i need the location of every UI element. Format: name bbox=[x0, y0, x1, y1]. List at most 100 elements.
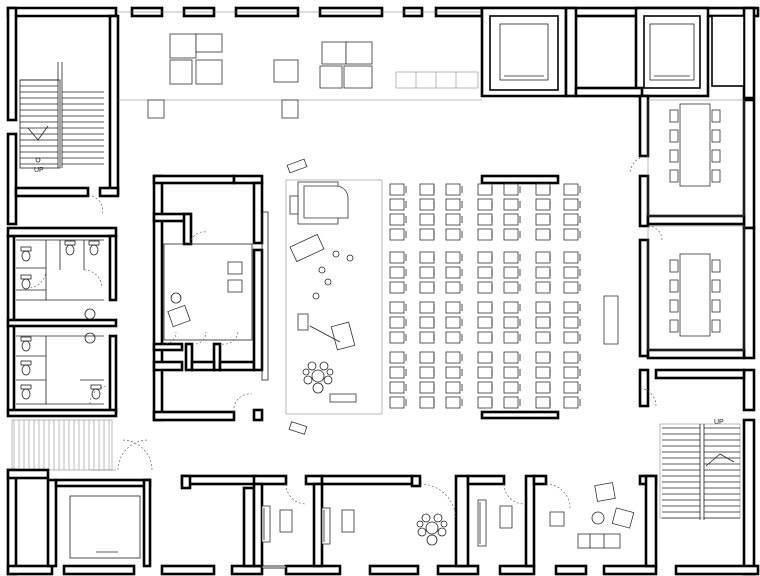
audience-seat bbox=[445, 331, 461, 344]
stair-east-up-label: UP bbox=[714, 419, 724, 426]
audience-seat bbox=[503, 331, 519, 344]
audience-seat bbox=[477, 251, 493, 264]
drum bbox=[426, 534, 438, 546]
lounge-seat bbox=[345, 41, 373, 65]
drum bbox=[421, 513, 431, 523]
audience-seat bbox=[477, 301, 493, 314]
audience-seat bbox=[419, 281, 435, 294]
audience-seat bbox=[389, 228, 405, 241]
audience-seat bbox=[503, 251, 519, 264]
audience-seat bbox=[445, 198, 461, 211]
audience-seat bbox=[389, 281, 405, 294]
audience-seat bbox=[419, 331, 435, 344]
drum bbox=[323, 375, 333, 385]
toilet bbox=[21, 340, 31, 352]
meeting-chair bbox=[669, 259, 679, 273]
drum bbox=[303, 375, 313, 385]
meeting-chair bbox=[711, 149, 721, 163]
toilet-tank bbox=[20, 274, 32, 280]
audience-seat bbox=[477, 366, 493, 379]
audience-seat bbox=[477, 316, 493, 329]
audience-seat bbox=[563, 266, 579, 279]
practice-rooms-bottom bbox=[6, 468, 658, 569]
audience-seat bbox=[477, 183, 493, 196]
audience-seat bbox=[535, 198, 551, 211]
audience-seat bbox=[477, 331, 493, 344]
audience-seat bbox=[535, 251, 551, 264]
audience-seat bbox=[563, 316, 579, 329]
audience-seat bbox=[503, 281, 519, 294]
drum bbox=[425, 521, 439, 535]
audience-seat bbox=[563, 396, 579, 409]
drum bbox=[326, 368, 334, 376]
drum bbox=[416, 520, 424, 528]
audience-seat bbox=[503, 396, 519, 409]
drum bbox=[440, 520, 448, 528]
audience-seat bbox=[445, 228, 461, 241]
audience-seat bbox=[563, 198, 579, 211]
drum bbox=[417, 527, 427, 537]
sink bbox=[84, 308, 96, 320]
audience-seat bbox=[445, 316, 461, 329]
audience-seat bbox=[389, 351, 405, 364]
stair-east: UP bbox=[637, 368, 746, 520]
drum bbox=[312, 382, 324, 394]
audience-seat bbox=[535, 331, 551, 344]
toilet-tank bbox=[20, 384, 32, 390]
meeting-chair bbox=[669, 169, 679, 183]
audience-seat bbox=[389, 316, 405, 329]
audience-seat bbox=[477, 266, 493, 279]
audience-seat bbox=[563, 381, 579, 394]
audience-seat bbox=[389, 301, 405, 314]
audience-seat bbox=[419, 251, 435, 264]
toilet-tank bbox=[20, 360, 32, 366]
audience-seat bbox=[445, 396, 461, 409]
meeting-chair bbox=[711, 279, 721, 293]
audience-seat bbox=[445, 213, 461, 226]
meeting-chair bbox=[669, 109, 679, 123]
audience-seat bbox=[535, 301, 551, 314]
audience-seat bbox=[503, 198, 519, 211]
audience-seat bbox=[477, 228, 493, 241]
audience-seat bbox=[419, 316, 435, 329]
audience-seat bbox=[535, 396, 551, 409]
lounge-seat bbox=[273, 59, 299, 83]
audience-seat bbox=[419, 366, 435, 379]
audience-seat bbox=[563, 213, 579, 226]
stage-area bbox=[285, 158, 383, 435]
audience-seat bbox=[477, 351, 493, 364]
audience-seat bbox=[503, 381, 519, 394]
audience-seat bbox=[419, 396, 435, 409]
meeting-table bbox=[679, 253, 711, 337]
lounge-seat bbox=[195, 33, 223, 53]
toilet-tank bbox=[90, 384, 102, 390]
audience-seat bbox=[535, 266, 551, 279]
meeting-chair bbox=[711, 109, 721, 123]
audience-seat bbox=[389, 266, 405, 279]
stair-west-up-label: UP bbox=[34, 167, 44, 174]
meeting-chair bbox=[711, 299, 721, 313]
drum bbox=[307, 361, 317, 371]
audience-seat bbox=[503, 351, 519, 364]
audience-seat bbox=[389, 183, 405, 196]
audience-seat bbox=[535, 183, 551, 196]
audience-seat bbox=[419, 228, 435, 241]
top-right-core bbox=[480, 6, 745, 98]
toilet bbox=[21, 278, 31, 290]
audience-seat bbox=[445, 183, 461, 196]
lounge-seat bbox=[195, 59, 223, 85]
drum bbox=[311, 369, 325, 383]
audience-seat bbox=[477, 381, 493, 394]
drum bbox=[437, 527, 447, 537]
lounge-seat bbox=[169, 59, 193, 85]
toilet bbox=[65, 244, 75, 256]
lounge-seat bbox=[321, 41, 347, 65]
toilet bbox=[89, 244, 99, 256]
exterior-walls bbox=[6, 6, 760, 576]
audience-seat bbox=[535, 366, 551, 379]
audience-seating bbox=[389, 174, 619, 420]
meeting-table bbox=[679, 103, 711, 187]
audience-seat bbox=[535, 281, 551, 294]
audience-seat bbox=[419, 213, 435, 226]
audience-seat bbox=[503, 366, 519, 379]
